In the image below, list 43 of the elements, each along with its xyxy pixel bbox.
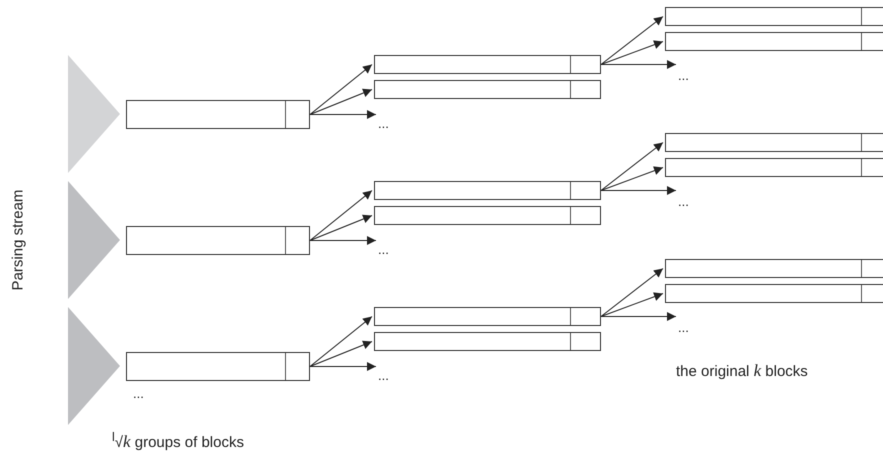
arrow — [600, 312, 676, 321]
memory-block — [126, 226, 310, 255]
arrow — [600, 40, 664, 65]
memory-block — [665, 259, 883, 278]
memory-block — [665, 7, 883, 26]
memory-block — [374, 307, 601, 326]
arrow — [310, 190, 372, 241]
ellipsis-text: ... — [378, 369, 389, 382]
memory-block — [665, 284, 883, 303]
ellipsis-text: ... — [678, 69, 689, 82]
caption-text: the original k blocks — [676, 362, 808, 381]
memory-block — [374, 181, 601, 200]
memory-block — [374, 55, 601, 74]
memory-block — [665, 133, 883, 152]
ellipsis-text: ... — [133, 385, 144, 403]
arrow — [310, 340, 372, 367]
ellipsis-text: ... — [678, 195, 689, 208]
memory-block — [374, 80, 601, 99]
memory-block — [126, 100, 310, 129]
arrow — [600, 268, 664, 317]
ellipsis-text: ... — [678, 321, 689, 334]
arrow — [310, 214, 372, 241]
arrow — [600, 60, 676, 69]
memory-block — [374, 332, 601, 351]
ellipsis-text: ... — [378, 117, 389, 130]
arrow — [600, 166, 664, 191]
arrow — [600, 292, 664, 317]
arrow — [310, 88, 372, 115]
memory-block — [665, 158, 883, 177]
arrow — [310, 236, 376, 245]
arrow — [310, 110, 376, 119]
arrow — [310, 64, 372, 115]
arrow — [310, 362, 376, 371]
arrow — [310, 316, 372, 367]
caption-text: $^{l}$√k groups of blocks — [112, 429, 244, 452]
arrow — [600, 186, 676, 195]
arrow — [600, 16, 664, 65]
axis-title: Parsing stream — [9, 190, 28, 290]
ellipsis-text: ... — [378, 243, 389, 256]
memory-block — [374, 206, 601, 225]
arrow — [600, 142, 664, 191]
memory-block — [665, 32, 883, 51]
memory-block — [126, 352, 310, 381]
